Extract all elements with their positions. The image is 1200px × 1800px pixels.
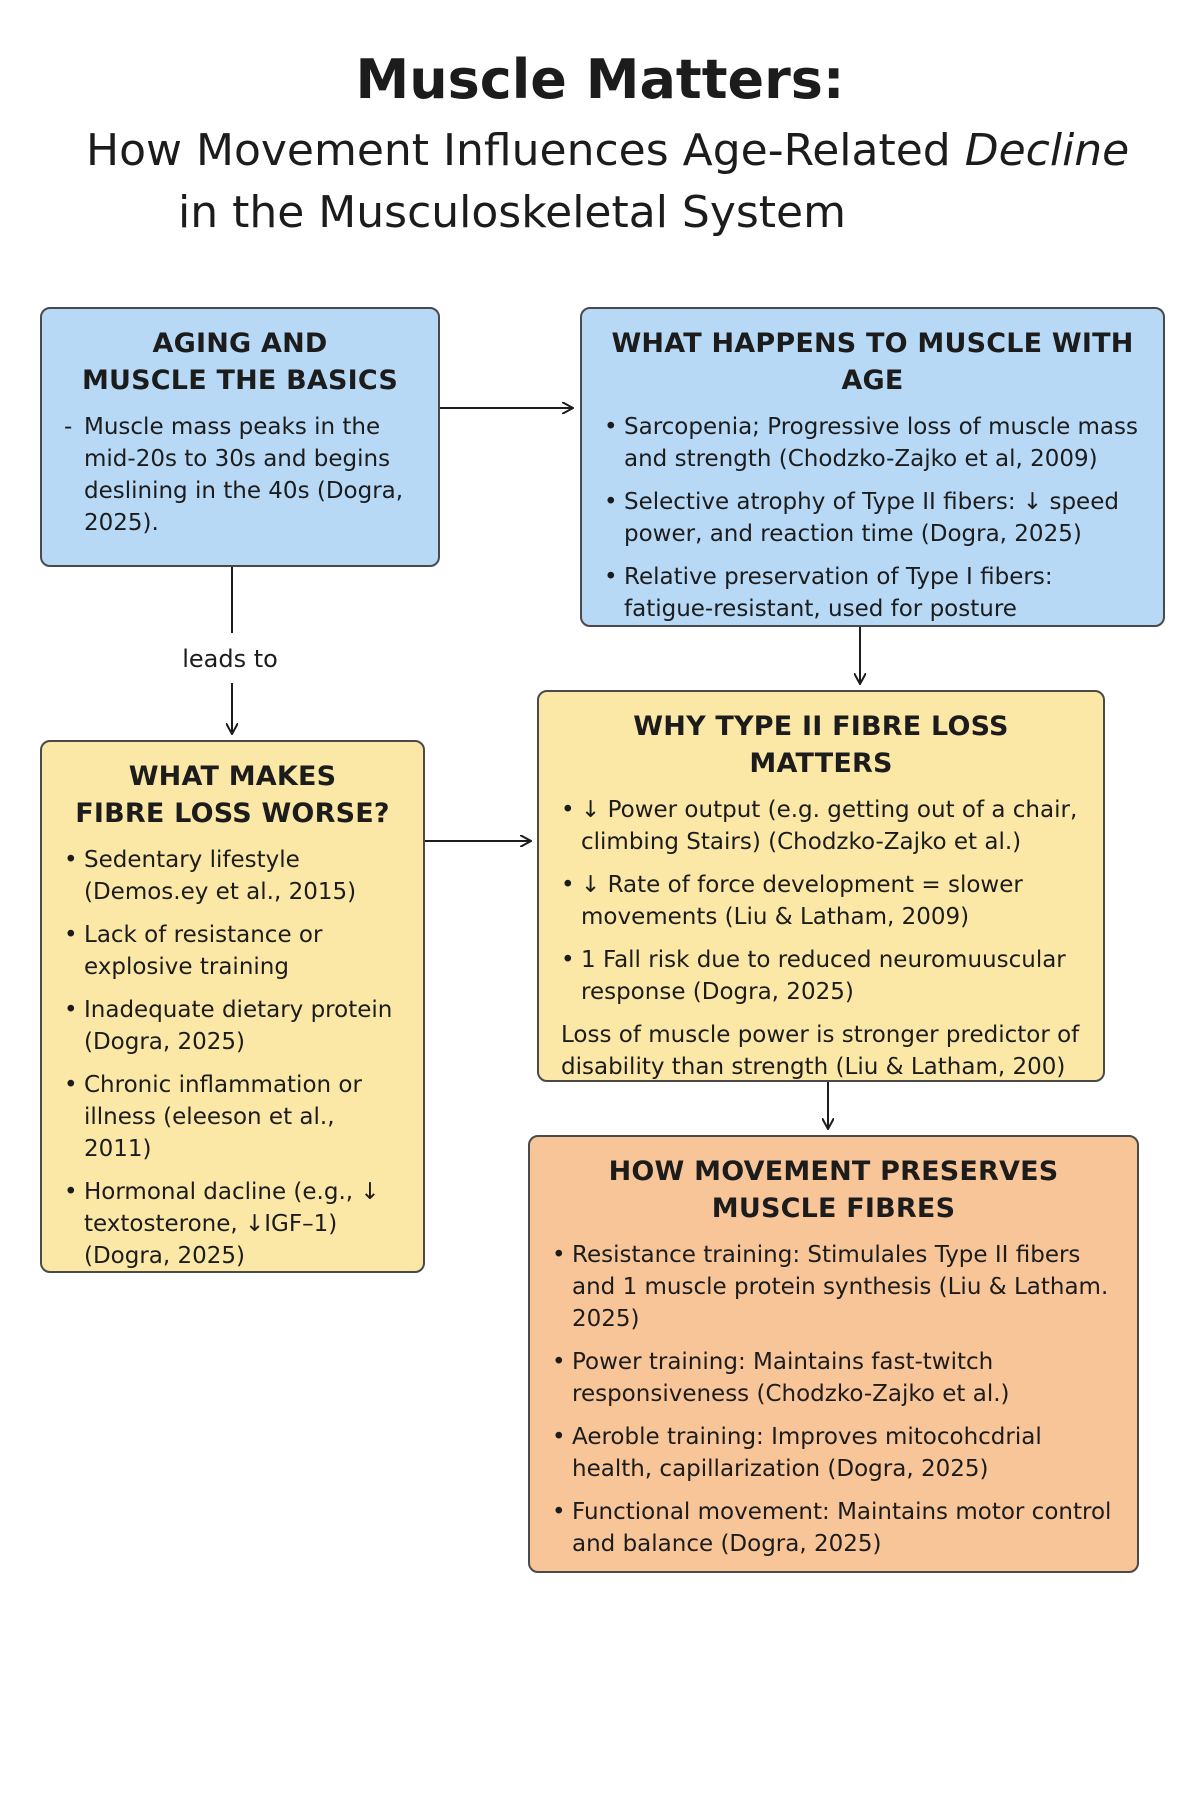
page-subtitle: How Movement Influences Age-Related Decl… — [86, 120, 1186, 244]
box-what-happens-title: WHAT HAPPENS TO MUSCLE WITH AGE — [611, 328, 1134, 396]
list-item: Lack of resistance or explosive training — [64, 919, 401, 983]
subtitle-emphasis: Decline — [964, 125, 1130, 176]
box-why-type-ii-list: ↓ Power output (e.g. getting out of a ch… — [561, 794, 1081, 1008]
box-aging-basics: AGING AND MUSCLE THE BASICS Muscle mass … — [40, 307, 440, 567]
box-what-happens-list: Sarcopenia; Progressive loss of muscle m… — [604, 411, 1141, 625]
list-item: Relative preservation of Type I fibers: … — [604, 561, 1141, 625]
box-movement-preserves-list: Resistance training: Stimulales Type II … — [552, 1239, 1115, 1560]
list-item: ↓ Rate of force development = slower mov… — [561, 869, 1081, 933]
box-fibre-loss-worse-list: Sedentary lifestyle (Demos.ey et al., 20… — [64, 844, 401, 1272]
box-fibre-loss-worse: WHAT MAKES FIBRE LOSS WORSE? Sedentary l… — [40, 740, 425, 1273]
connector-label-leads-to: leads to — [182, 645, 278, 673]
list-item: 1 Fall risk due to reduced neuromuuscula… — [561, 944, 1081, 1008]
box-movement-preserves-title: HOW MOVEMENT PRESERVES MUSCLE FIBRES — [608, 1156, 1059, 1224]
list-item: Resistance training: Stimulales Type II … — [552, 1239, 1115, 1335]
box-why-type-ii-title: WHY TYPE II FIBRE LOSS MATTERS — [633, 711, 1009, 779]
list-item: ↓ Power output (e.g. getting out of a ch… — [561, 794, 1081, 858]
list-item: Muscle mass peaks in the mid-20s to 30s … — [64, 411, 416, 539]
page-title: Muscle Matters: — [355, 48, 845, 111]
subtitle-line2: in the Musculoskeletal System — [178, 187, 846, 238]
list-item: Power training: Maintains fast-twitch re… — [552, 1346, 1115, 1410]
box-what-happens: WHAT HAPPENS TO MUSCLE WITH AGE Sarcopen… — [580, 307, 1165, 627]
box-aging-basics-title: AGING AND MUSCLE THE BASICS — [81, 328, 399, 396]
list-item: Inadequate dietary protein (Dogra, 2025) — [64, 994, 401, 1058]
box-aging-basics-list: Muscle mass peaks in the mid-20s to 30s … — [64, 411, 416, 539]
subtitle-line1-text: How Movement Influences Age-Related — [86, 125, 965, 176]
list-item: Selective atrophy of Type II fibers: ↓ s… — [604, 486, 1141, 550]
list-item: Chronic inflammation or illness (eleeson… — [64, 1069, 401, 1165]
list-item: Functional movement: Maintains motor con… — [552, 1496, 1115, 1560]
box-why-type-ii: WHY TYPE II FIBRE LOSS MATTERS ↓ Power o… — [537, 690, 1105, 1082]
list-item: Sedentary lifestyle (Demos.ey et al., 20… — [64, 844, 401, 908]
list-item: Sarcopenia; Progressive loss of muscle m… — [604, 411, 1141, 475]
box-fibre-loss-worse-title: WHAT MAKES FIBRE LOSS WORSE? — [75, 761, 390, 829]
subtitle-line1: How Movement Influences Age-Related Decl… — [86, 125, 1129, 176]
box-movement-preserves: HOW MOVEMENT PRESERVES MUSCLE FIBRES Res… — [528, 1135, 1139, 1573]
box-why-type-ii-note: Loss of muscle power is stronger predict… — [561, 1022, 1080, 1080]
list-item: Aeroble training: Improves mitocohcdrial… — [552, 1421, 1115, 1485]
list-item: Hormonal dacline (e.g., ↓ textosterone, … — [64, 1176, 401, 1272]
